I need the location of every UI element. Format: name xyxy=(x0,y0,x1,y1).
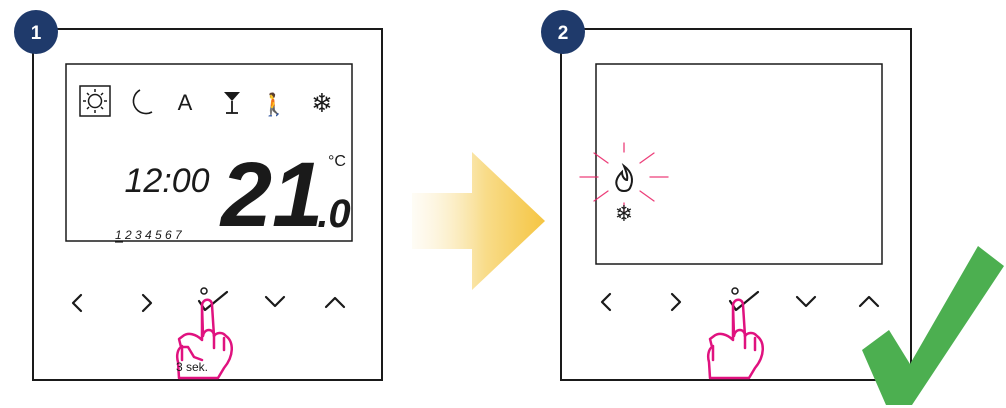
chevron-down-button[interactable] xyxy=(797,297,815,306)
step-1-panel: 1 A 🚶 ❄ xyxy=(14,10,382,380)
lcd-screen xyxy=(596,64,882,264)
checkmark-icon xyxy=(862,246,1004,405)
holiday-icon: 🚶 xyxy=(260,92,287,118)
chevron-right-button[interactable] xyxy=(143,295,151,311)
next-step-arrow xyxy=(412,152,545,290)
chevron-left-button[interactable] xyxy=(602,294,610,310)
clock-display: 12:00 xyxy=(124,162,209,200)
temperature-decimal: .0 xyxy=(317,192,350,236)
chevron-up-button[interactable] xyxy=(326,298,344,307)
snowflake-icon: ❄ xyxy=(311,89,333,119)
weekday-row: 1 2 3 4 5 6 7 xyxy=(115,228,183,242)
snowflake-icon: ❄ xyxy=(615,202,633,227)
auto-mode-label: A xyxy=(178,90,193,115)
temperature-unit: °C xyxy=(328,153,346,170)
chevron-right-button[interactable] xyxy=(672,294,680,310)
pressing-hand-icon xyxy=(708,300,763,378)
chevron-up-button[interactable] xyxy=(860,297,878,306)
hold-duration-label: 3 sek. xyxy=(176,360,208,374)
step-2-panel: 2 ❄ xyxy=(541,10,911,380)
step-number: 2 xyxy=(558,23,569,44)
temperature-whole: 21 xyxy=(219,144,323,246)
chevron-left-button[interactable] xyxy=(73,295,81,311)
chevron-down-button[interactable] xyxy=(266,297,284,306)
step-number: 1 xyxy=(31,23,42,44)
